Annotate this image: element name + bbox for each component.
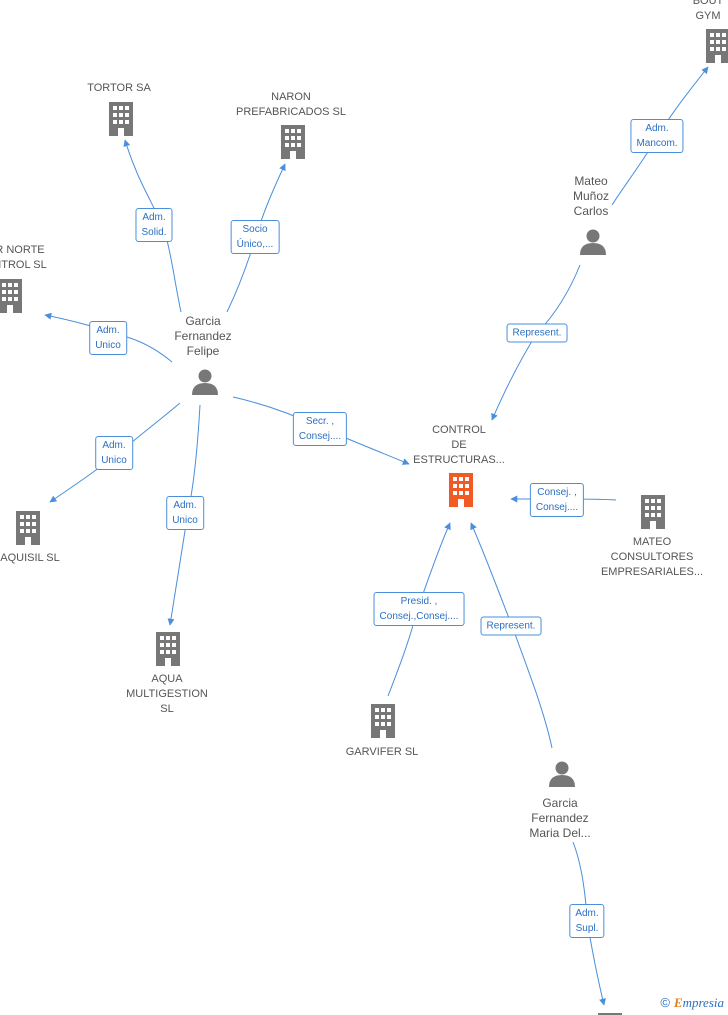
company-aqua-label[interactable]: AQUA MULTIGESTION SL <box>126 673 208 715</box>
company-gym-icon[interactable] <box>706 29 728 63</box>
person-garcia-felipe-label[interactable]: Garcia Fernandez Felipe <box>174 314 232 358</box>
edge-label-tortor[interactable]: Adm. Solid. <box>135 208 173 242</box>
company-gym-label[interactable]: BOUT GYM <box>692 0 724 22</box>
edge-label-naron[interactable]: Socio Único,... <box>230 220 280 254</box>
edge-control-maria <box>470 522 553 749</box>
company-aquisil-icon[interactable] <box>16 511 40 545</box>
company-naron-label[interactable]: NARON PREFABRICADOS SL <box>235 91 347 118</box>
company-mateo-consultores-icon[interactable] <box>641 495 665 529</box>
nodes <box>0 29 728 1015</box>
company-tortor-icon[interactable] <box>109 102 133 136</box>
person-mateo-carlos-label[interactable]: Mateo Muñoz Carlos <box>572 174 610 218</box>
company-control-label[interactable]: CONTROL DE ESTRUCTURAS... <box>413 424 505 466</box>
company-garvifer-icon[interactable] <box>371 704 395 738</box>
company-norte-label[interactable]: R NORTE NTROL SL <box>0 244 47 271</box>
company-norte-icon[interactable] <box>0 279 22 313</box>
edge-label-control-carlos[interactable]: Represent. <box>506 323 568 343</box>
edge-label-aquisil[interactable]: Adm. Unico <box>95 436 133 470</box>
edge-label-gym[interactable]: Adm. Mancom. <box>630 119 684 153</box>
edge-label-garvifer[interactable]: Presid. , Consej.,Consej.... <box>373 592 465 626</box>
empresia-watermark: ©Empresia <box>660 995 724 1011</box>
person-garcia-maria-label[interactable]: Garcia Fernandez Maria Del... <box>529 796 591 840</box>
company-garvifer-label[interactable]: GARVIFER SL <box>345 746 419 758</box>
edge-label-consultores[interactable]: Consej. , Consej.... <box>529 483 585 517</box>
company-tortor-label[interactable]: TORTOR SA <box>87 82 151 94</box>
person-garcia-felipe-icon[interactable] <box>192 369 218 396</box>
person-mateo-carlos-icon[interactable] <box>580 229 606 256</box>
copyright-symbol: © <box>660 995 670 1010</box>
edge-label-aqua[interactable]: Adm. Unico <box>166 496 204 530</box>
person-garcia-maria-icon[interactable] <box>549 761 575 788</box>
company-control-icon[interactable] <box>449 473 473 507</box>
edge-label-norte[interactable]: Adm. Unico <box>89 321 127 355</box>
edge-norte <box>44 312 173 363</box>
company-mateo-consultores-label[interactable]: MATEO CONSULTORES EMPRESARIALES... <box>600 536 704 578</box>
company-naron-icon[interactable] <box>281 125 305 159</box>
brand-initial: E <box>673 995 683 1010</box>
edge-label-control-maria[interactable]: Represent. <box>480 616 542 636</box>
company-aqua-icon[interactable] <box>156 632 180 666</box>
brand-name: mpresia <box>682 995 724 1010</box>
edge-control-carlos <box>491 264 581 421</box>
edge-label-control-felipe[interactable]: Secr. , Consej.... <box>292 412 348 446</box>
company-aquisil-label[interactable]: AQUISIL SL <box>0 552 60 564</box>
edge-label-bottom[interactable]: Adm. Supl. <box>569 904 605 938</box>
